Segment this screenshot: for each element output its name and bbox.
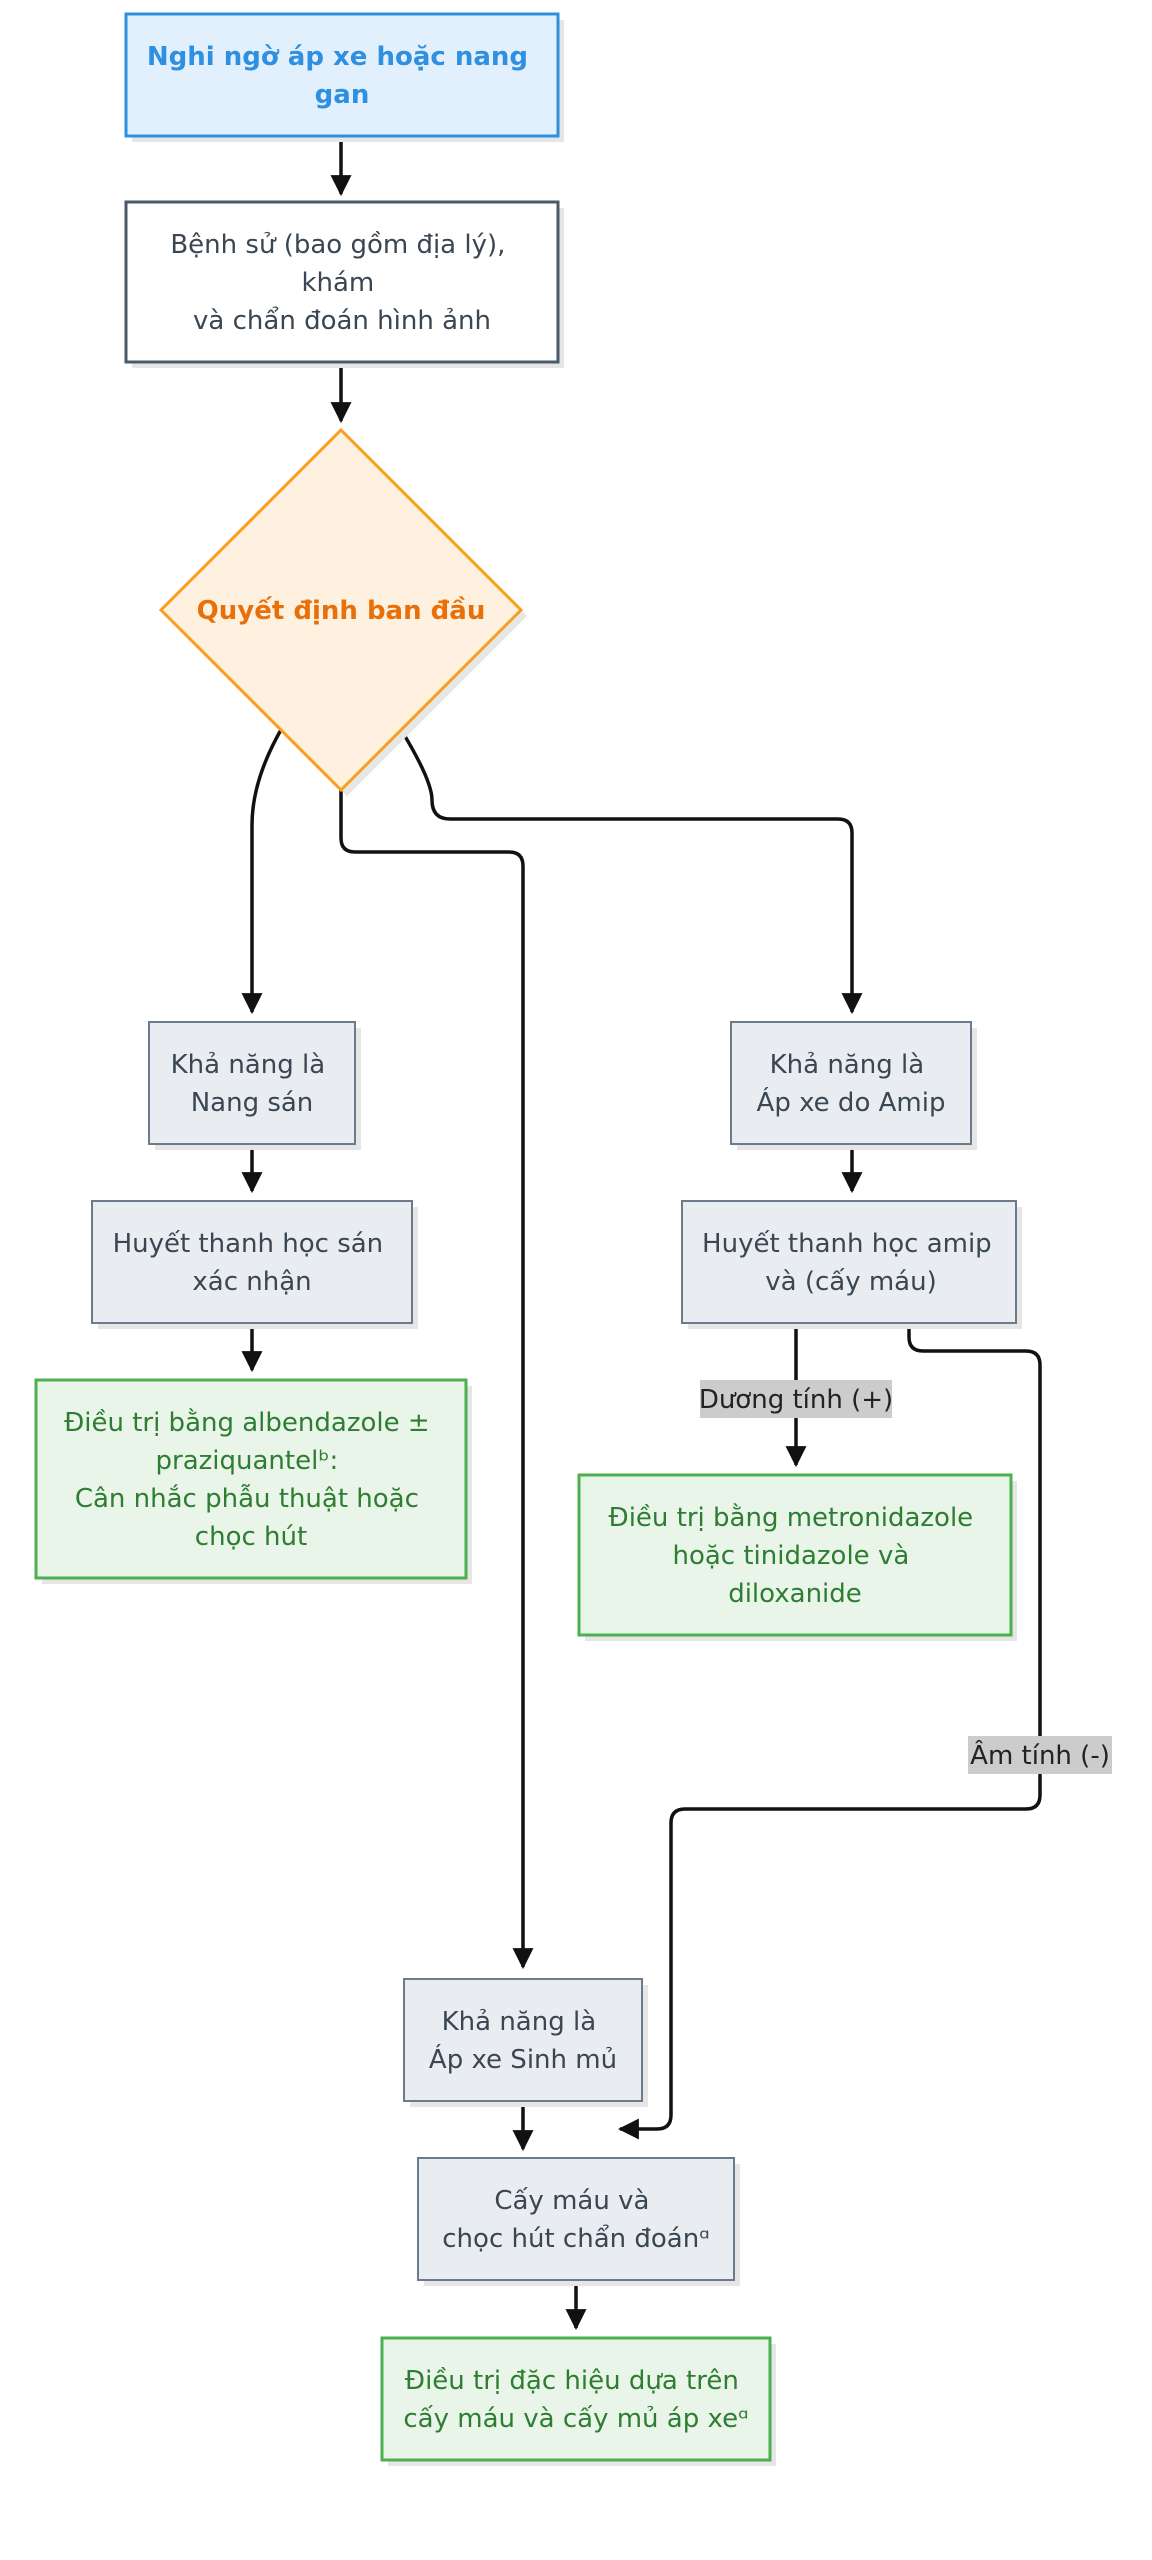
edge-labels-layer: Dương tính (+) Âm tính (-) xyxy=(699,1380,1112,1774)
amoebic-treatment-line: diloxanide xyxy=(728,1579,862,1609)
hydatid-serology-line: xác nhận xyxy=(192,1267,311,1297)
likely-hydatid-cyst-line: Khả năng là xyxy=(171,1050,326,1080)
svg-text:Quyết định ban đầu: Quyết định ban đầu xyxy=(197,595,486,626)
history-exam-imaging-line: Bệnh sử (bao gồm địa lý), xyxy=(170,230,505,260)
nodes-layer: Nghi ngờ áp xe hoặc nang gan Bệnh sử (ba… xyxy=(34,12,1022,2466)
history-exam-imaging-line: và chẩn đoán hình ảnh xyxy=(193,305,491,336)
hydatid-treatment-line: Cân nhắc phẫu thuật hoặc xyxy=(75,1483,419,1514)
edge-decision-to-amoebic xyxy=(398,727,863,1015)
initial-decision-diamond xyxy=(158,427,524,793)
blood-culture-aspiration-box xyxy=(417,2157,735,2281)
hydatid-treatment-node: Điều trị bằng albendazole ± praziquantel… xyxy=(34,1378,472,1584)
positive-result-label-text: Dương tính (+) xyxy=(699,1385,893,1415)
specific-treatment-line: cấy máu và cấy mủ áp xeᵅ xyxy=(403,2404,748,2434)
suspected-abscess-or-cyst-line: Nghi ngờ áp xe hoặc nang xyxy=(147,42,528,72)
amoebic-serology-line: và (cấy máu) xyxy=(765,1267,937,1297)
likely-pyogenic-abscess-line: Áp xe Sinh mủ xyxy=(429,2043,617,2075)
likely-amoebic-abscess-line: Khả năng là xyxy=(770,1050,925,1080)
edges-layer xyxy=(241,136,1042,2331)
suspected-abscess-or-cyst-box xyxy=(124,12,560,138)
initial-decision-node: Quyết định ban đầu xyxy=(158,427,527,796)
likely-pyogenic-abscess-line: Khả năng là xyxy=(442,2007,597,2037)
svg-text:Khả năng là Áp xe Si: Khả năng là Áp xe Sinh mủ xyxy=(429,2007,617,2075)
svg-text:Điều trị đặc hiệu dựa trên: Điều trị đặc hiệu dựa trên cấy máu và cấ… xyxy=(403,2366,748,2434)
negative-result-label-bg xyxy=(968,1736,1112,1774)
blood-culture-aspiration-line: chọc hút chẩn đoánᵅ xyxy=(442,2223,709,2254)
svg-text:Khả năng là Nang sán: Khả năng là Nang sán xyxy=(171,1050,334,1118)
likely-hydatid-cyst-node: Khả năng là Nang sán xyxy=(148,1021,361,1150)
amoebic-serology-node: Huyết thanh học amip và (cấy máu) xyxy=(681,1200,1022,1329)
suspected-abscess-or-cyst-node: Nghi ngờ áp xe hoặc nang gan xyxy=(124,12,564,142)
svg-text:Bệnh sử (bao gồm địa lý),: Bệnh sử (bao gồm địa lý), khám và chẩn đ… xyxy=(170,230,513,336)
svg-text:Điều trị bằng albendazole ±: Điều trị bằng albendazole ± praziquantel… xyxy=(64,1407,438,1552)
hydatid-treatment-line: praziquantelᵇ: xyxy=(156,1446,339,1476)
amoebic-treatment-box xyxy=(577,1473,1013,1637)
negative-result-label: Âm tính (-) xyxy=(968,1736,1112,1774)
hydatid-treatment-box xyxy=(34,1378,468,1580)
blood-culture-aspiration-node: Cấy máu và chọc hút chẩn đoánᵅ xyxy=(417,2157,740,2286)
specific-treatment-box xyxy=(380,2336,772,2462)
positive-result-label-bg xyxy=(700,1380,892,1418)
likely-pyogenic-abscess-node: Khả năng là Áp xe Sinh mủ xyxy=(403,1978,648,2107)
hydatid-serology-box xyxy=(91,1200,413,1324)
likely-pyogenic-abscess-box xyxy=(403,1978,643,2102)
edge-decision-to-pyogenic xyxy=(339,786,534,1970)
hydatid-treatment-line: Điều trị bằng albendazole ± xyxy=(64,1407,430,1438)
svg-text:Nghi ngờ áp xe hoặc nang: Nghi ngờ áp xe hoặc nang gan xyxy=(147,42,537,110)
blood-culture-aspiration-line: Cấy máu và xyxy=(494,2186,649,2216)
svg-text:Huyết thanh học amip: Huyết thanh học amip và (cấy máu) xyxy=(702,1229,1000,1297)
initial-decision-line: Quyết định ban đầu xyxy=(197,595,486,626)
amoebic-serology-line: Huyết thanh học amip xyxy=(702,1229,992,1259)
history-exam-imaging-line: khám xyxy=(301,268,374,298)
amoebic-treatment-line: hoặc tinidazole và xyxy=(672,1541,909,1571)
likely-amoebic-abscess-box xyxy=(730,1021,972,1145)
svg-text:Huyết thanh học sán: Huyết thanh học sán xác nhận xyxy=(113,1229,392,1297)
likely-hydatid-cyst-box xyxy=(148,1021,356,1145)
hydatid-treatment-line: chọc hút xyxy=(195,1522,307,1552)
svg-text:Điều trị bằng metronidazole: Điều trị bằng metronidazole hoặc tinidaz… xyxy=(609,1502,982,1609)
amoebic-serology-box xyxy=(681,1200,1017,1324)
likely-hydatid-cyst-line: Nang sán xyxy=(191,1088,314,1118)
amoebic-treatment-node: Điều trị bằng metronidazole hoặc tinidaz… xyxy=(577,1473,1017,1641)
amoebic-treatment-line: Điều trị bằng metronidazole xyxy=(609,1502,974,1533)
specific-treatment-line: Điều trị đặc hiệu dựa trên xyxy=(405,2366,739,2396)
likely-amoebic-abscess-line: Áp xe do Amip xyxy=(757,1086,946,1118)
hydatid-serology-node: Huyết thanh học sán xác nhận xyxy=(91,1200,418,1329)
likely-amoebic-abscess-node: Khả năng là Áp xe do Amip xyxy=(730,1021,977,1150)
hydatid-serology-line: Huyết thanh học sán xyxy=(113,1229,384,1259)
history-exam-imaging-node: Bệnh sử (bao gồm địa lý), khám và chẩn đ… xyxy=(124,200,564,368)
svg-text:Cấy máu và chọc hút: Cấy máu và chọc hút chẩn đoánᵅ xyxy=(442,2186,709,2254)
edge-amoebic-serology-negative xyxy=(617,1324,1042,2140)
svg-text:Khả năng là Áp xe do: Khả năng là Áp xe do Amip xyxy=(757,1050,946,1118)
specific-treatment-node: Điều trị đặc hiệu dựa trên cấy máu và cấ… xyxy=(380,2336,776,2466)
positive-result-label: Dương tính (+) xyxy=(699,1380,893,1418)
history-exam-imaging-box xyxy=(124,200,560,364)
negative-result-label-text: Âm tính (-) xyxy=(970,1739,1110,1771)
suspected-abscess-or-cyst-line: gan xyxy=(315,80,370,110)
edge-decision-to-hydatid xyxy=(241,727,284,1015)
